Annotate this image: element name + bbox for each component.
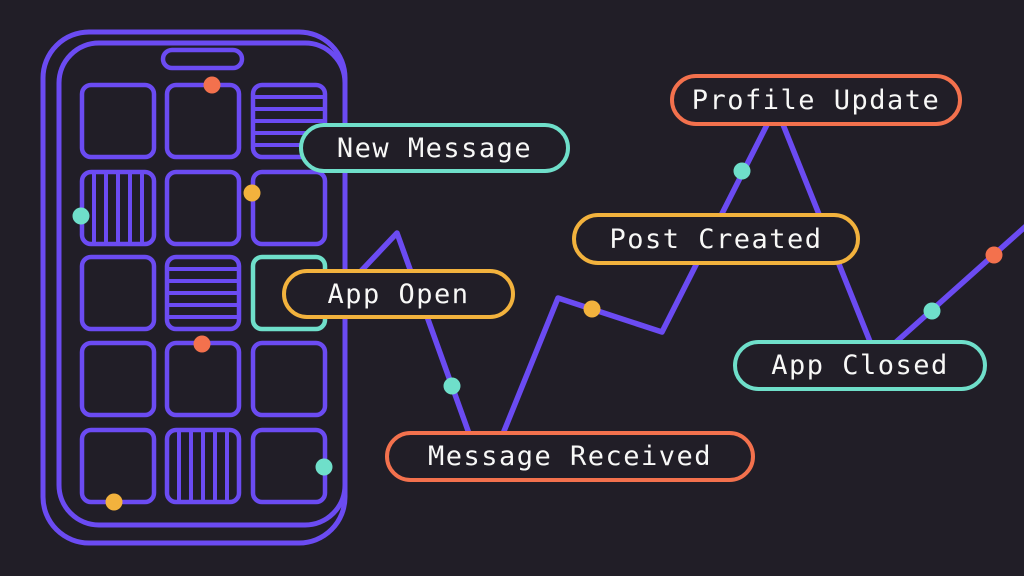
app-icon-plain <box>164 169 242 247</box>
notification-dot-yellow <box>105 493 123 511</box>
app-icon-plain <box>164 82 242 160</box>
app-icon-hstripes <box>164 254 242 332</box>
notification-dot-teal <box>315 458 333 476</box>
event-pill-new-message: New Message <box>299 123 570 173</box>
app-icon-plain <box>79 82 157 160</box>
event-dot-teal <box>923 302 941 320</box>
event-pill-label: App Open <box>327 278 470 310</box>
event-pill-profile-update: Profile Update <box>670 74 962 126</box>
app-icon-plain <box>79 427 157 505</box>
app-icon-plain <box>164 340 242 418</box>
event-dot-yellow <box>583 300 601 318</box>
event-dot-coral <box>985 246 1003 264</box>
phone <box>40 29 348 546</box>
app-icon-plain <box>79 254 157 332</box>
event-pill-label: Post Created <box>609 223 823 255</box>
notification-dot-yellow <box>243 184 261 202</box>
event-pill-label: Profile Update <box>691 84 941 116</box>
event-dots <box>443 162 1003 395</box>
notification-dots <box>72 76 333 511</box>
app-grid <box>79 82 328 505</box>
app-icon-plain <box>250 340 328 418</box>
notification-dot-teal <box>72 207 90 225</box>
app-icon-plain <box>250 427 328 505</box>
notification-dot-coral <box>203 76 221 94</box>
event-pill-message-received: Message Received <box>385 431 755 482</box>
event-pill-label: Message Received <box>427 441 713 472</box>
event-pill-label: New Message <box>336 132 533 164</box>
event-pill-app-closed: App Closed <box>733 340 987 391</box>
event-dot-teal <box>443 377 461 395</box>
event-pill-label: App Closed <box>771 350 949 381</box>
phone-speaker-icon <box>160 47 245 71</box>
notification-dot-coral <box>193 335 211 353</box>
app-icon-vstripes <box>164 427 242 505</box>
app-icon-plain <box>79 340 157 418</box>
event-dot-teal <box>733 162 751 180</box>
event-pill-post-created: Post Created <box>572 213 860 265</box>
app-icon-hstripes <box>250 82 328 160</box>
event-pill-app-open: App Open <box>282 269 515 319</box>
app-icon-plain <box>250 169 328 247</box>
